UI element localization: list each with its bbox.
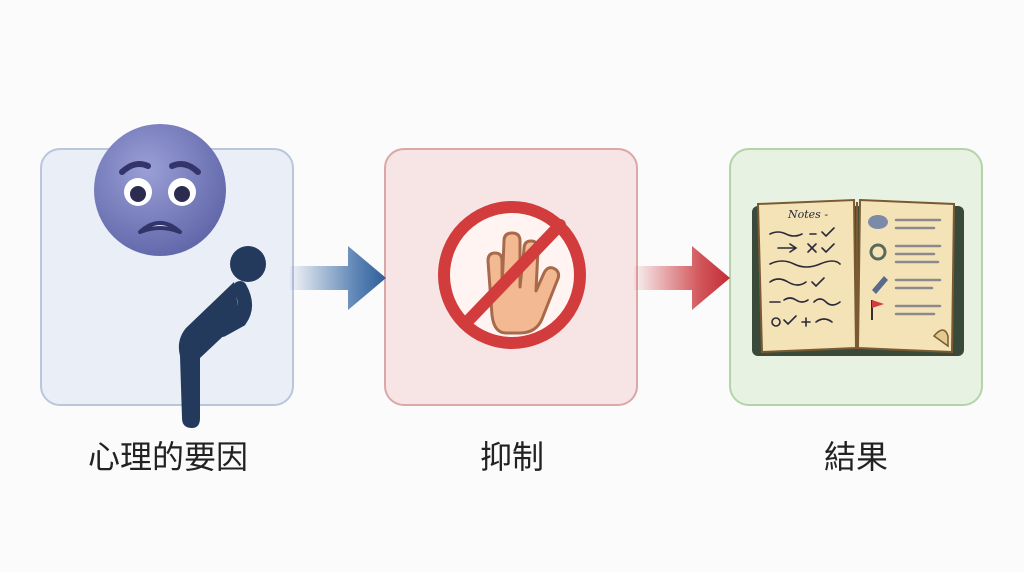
worried-face-icon [94,124,226,256]
arrow-2 [634,246,730,310]
notebook-icon: Notes - [752,198,964,356]
step-label-result: 結果 [823,438,888,476]
gear-icon [869,243,887,261]
arrow-1 [290,246,386,310]
worried-person-icon [94,124,266,428]
bowing-person-icon [178,246,266,428]
step-label-suppression: 抑制 [479,438,544,476]
cloud-icon [868,215,888,229]
hand-icon [486,231,561,335]
no-hand-icon [438,201,586,349]
pencil-icon [872,276,888,294]
step-label-psychological-factors: 心理的要因 [87,438,248,476]
flag-icon [871,300,884,320]
notebook-title: Notes - [787,208,828,221]
